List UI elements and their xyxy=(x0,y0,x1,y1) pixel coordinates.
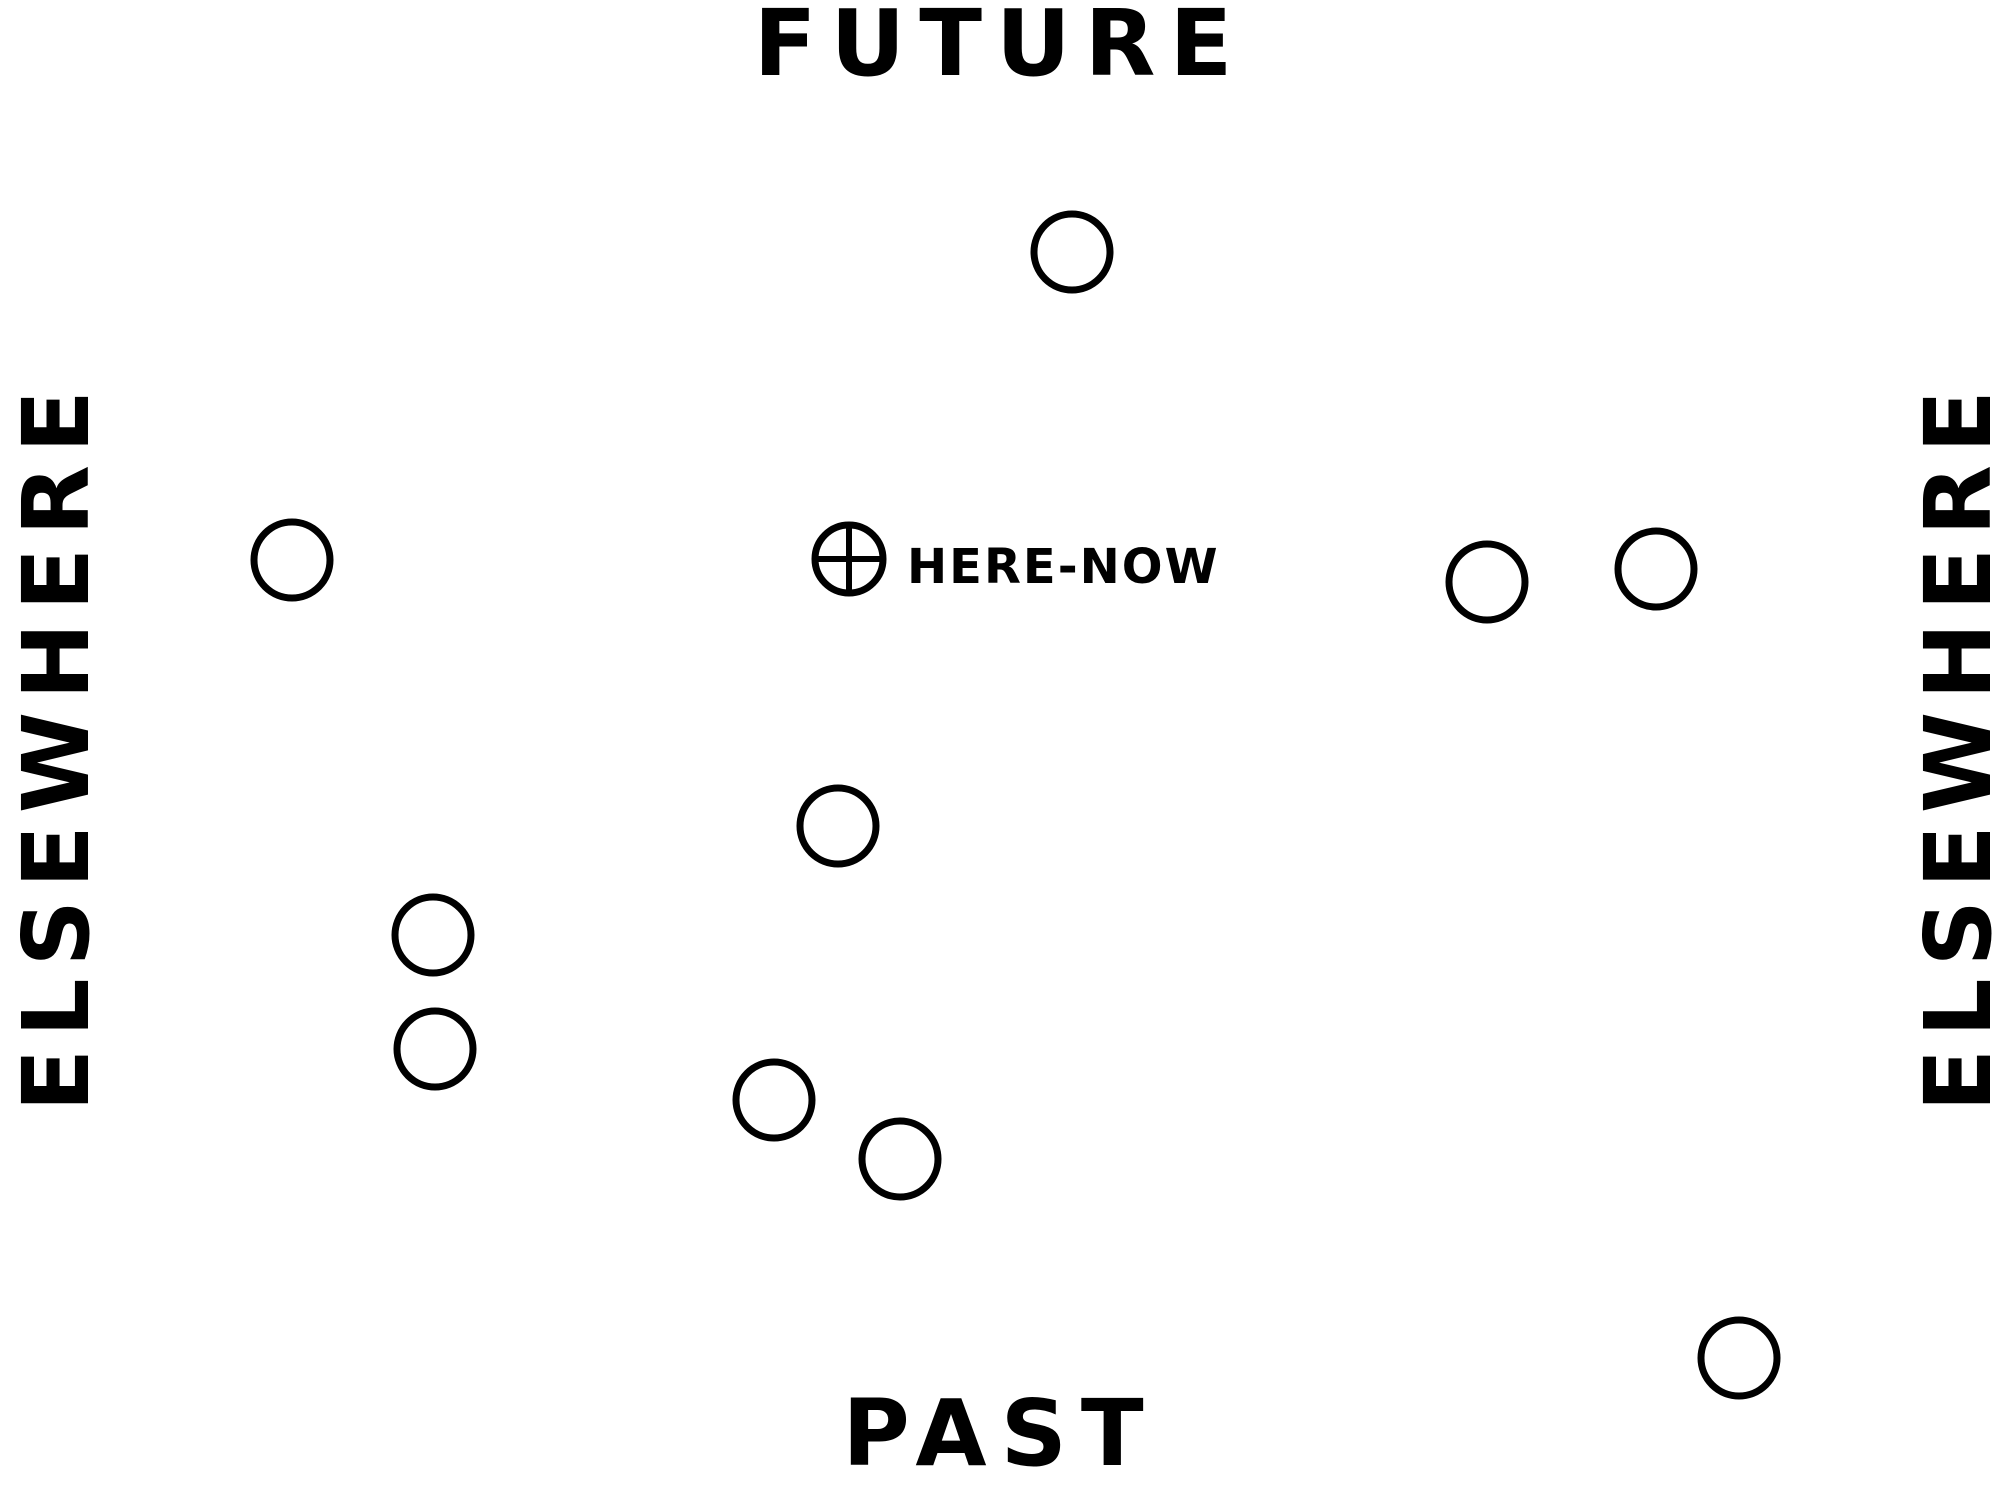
past-label: PAST xyxy=(842,1380,1157,1487)
event-circle xyxy=(1697,1316,1781,1400)
event-circle xyxy=(391,893,475,977)
event-circle xyxy=(1445,540,1529,624)
event-circle xyxy=(393,1007,477,1091)
elsewhere-right-label: ELSEWHERE xyxy=(1905,378,2000,1112)
event-circle xyxy=(796,784,880,868)
event-circle xyxy=(1030,210,1114,294)
event-circle xyxy=(732,1058,816,1142)
elsewhere-left-label: ELSEWHERE xyxy=(3,378,110,1112)
here-now-marker xyxy=(811,521,887,597)
event-circle xyxy=(1614,527,1698,611)
event-circle xyxy=(858,1117,942,1201)
future-label: FUTURE xyxy=(754,0,1247,97)
here-now-label: HERE-NOW xyxy=(907,539,1220,595)
event-circle xyxy=(250,518,334,602)
